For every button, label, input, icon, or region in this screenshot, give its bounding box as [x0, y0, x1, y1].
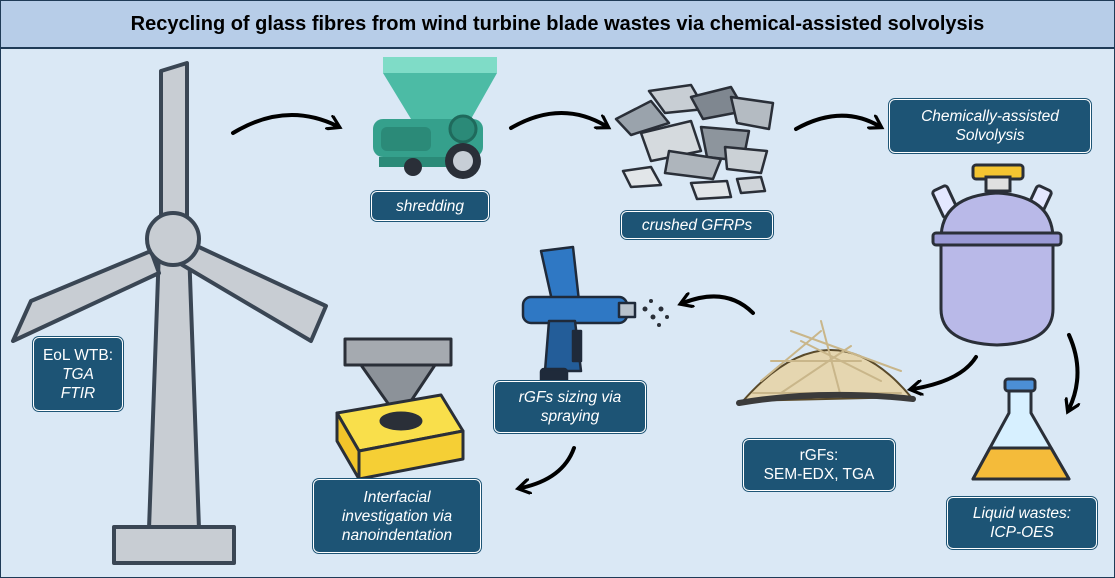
page-title: Recycling of glass fibres from wind turb…	[130, 12, 985, 35]
solvolysis-text-1: Chemically-assisted	[921, 108, 1059, 125]
arrow-icon	[231, 111, 1078, 488]
shredder-icon	[373, 57, 497, 179]
interfacial-text-1: Interfacial	[363, 488, 431, 506]
eol-text-2: TGA	[62, 365, 94, 383]
title-bar: Recycling of glass fibres from wind turb…	[1, 1, 1114, 49]
interfacial-text-2: investigation via	[341, 507, 453, 525]
fibre-pile-icon	[736, 320, 916, 406]
crushed-pieces-icon	[614, 83, 775, 201]
sizing-text-2: spraying	[540, 408, 600, 425]
eol-text-3: FTIR	[60, 384, 96, 402]
rgf-text-1: rGFs:	[799, 447, 839, 464]
interfacial-text-3: nanoindentation	[341, 526, 453, 544]
interfacial-label: Interfacial investigation via nanoindent…	[313, 479, 481, 553]
spray-gun-icon	[521, 245, 669, 385]
eol-label: EoL WTB: TGA FTIR	[33, 337, 123, 411]
wind-turbine-icon	[11, 61, 328, 565]
nanoindenter-icon	[335, 337, 465, 481]
shredding-text: shredding	[395, 197, 465, 215]
liquid-text-2: ICP-OES	[990, 524, 1054, 541]
liquid-label: Liquid wastes: ICP-OES	[947, 497, 1097, 549]
solvolysis-text-2: Solvolysis	[955, 127, 1025, 144]
crushed-label: crushed GFRPs	[621, 211, 773, 239]
sizing-text-1: rGFs sizing via	[518, 389, 622, 406]
shredding-label: shredding	[371, 191, 489, 221]
rgf-label: rGFs: SEM-EDX, TGA	[743, 439, 895, 491]
rgf-text-2: SEM-EDX, TGA	[763, 466, 875, 483]
flask-icon	[971, 377, 1071, 481]
sizing-label: rGFs sizing via spraying	[494, 381, 646, 433]
reactor-vessel-icon	[931, 163, 1063, 347]
liquid-text-1: Liquid wastes:	[972, 505, 1072, 522]
solvolysis-label: Chemically-assisted Solvolysis	[889, 99, 1091, 153]
eol-text-1: EoL WTB:	[42, 346, 114, 364]
crushed-text: crushed GFRPs	[641, 216, 753, 234]
